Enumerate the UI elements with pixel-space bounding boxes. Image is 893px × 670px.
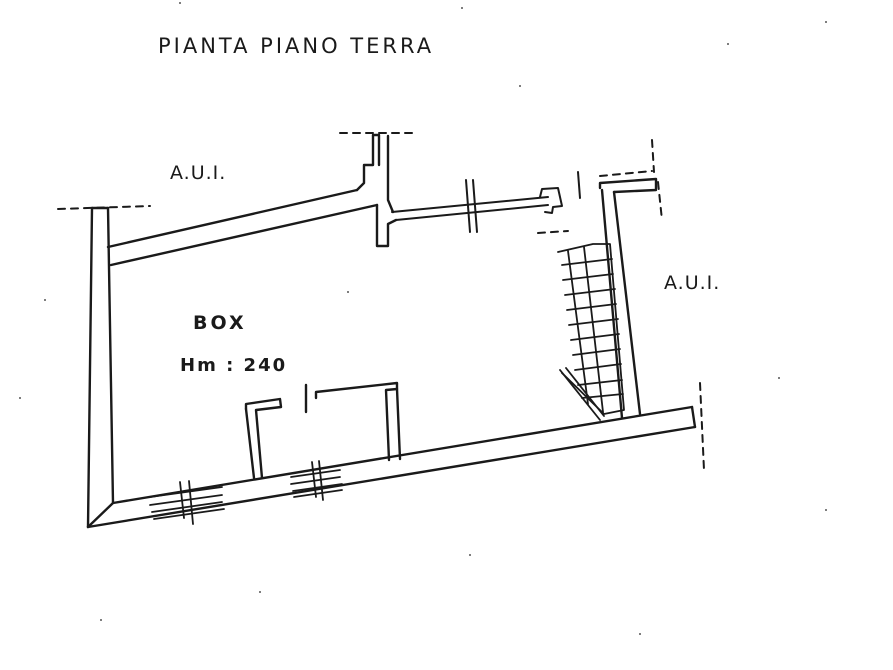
- interior-partition: [244, 381, 402, 480]
- wall-bottom: [86, 405, 697, 529]
- scan-noise: [19, 2, 827, 635]
- window-bottom-left: [149, 480, 225, 525]
- adjacent-label-left: A.U.I.: [170, 162, 227, 184]
- room-height: Hm : 240: [180, 355, 288, 376]
- adjacent-label-right: A.U.I.: [664, 272, 721, 294]
- room-name: BOX: [193, 312, 247, 334]
- wall-top: [106, 133, 398, 267]
- wall-left: [86, 206, 115, 529]
- window-bottom-right: [290, 460, 343, 501]
- plan-title: PIANTA PIANO TERRA: [158, 34, 435, 58]
- window-top: [391, 171, 581, 233]
- staircase: [557, 243, 625, 421]
